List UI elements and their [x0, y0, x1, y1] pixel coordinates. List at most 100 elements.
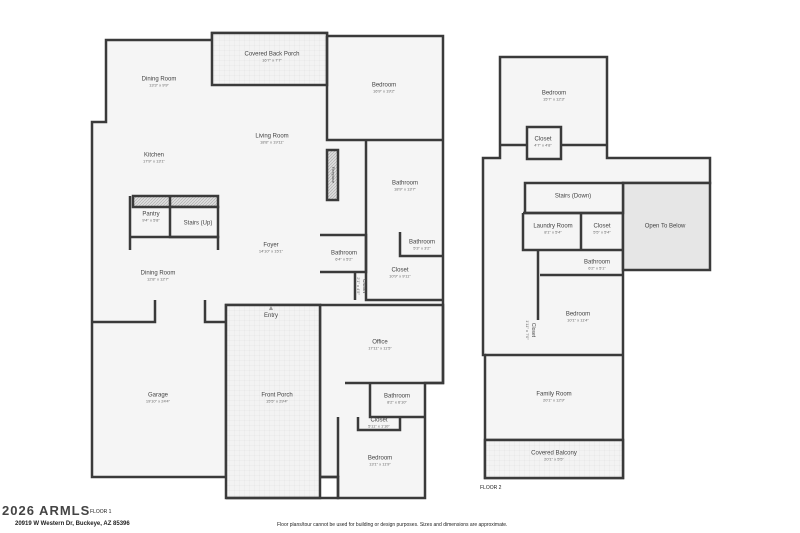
- room-dims: 5'3" x 3'2": [413, 245, 431, 251]
- room-dims: 16'9" x 19'2": [373, 88, 395, 94]
- room-dims: 5'11" x 1'10": [368, 423, 390, 429]
- stairs-up: [168, 205, 220, 239]
- room-name: Office: [372, 339, 388, 346]
- address: 20919 W Western Dr, Buckeye, AZ 85396: [15, 521, 130, 527]
- room-name: Kitchen: [143, 152, 164, 159]
- armls-logo: 2026 ARMLS: [2, 503, 91, 518]
- room-f2-open-to-below: Open To Below: [645, 224, 686, 231]
- room-dims: 6'4" x 5'2": [335, 256, 353, 262]
- covered-balcony: [483, 438, 625, 480]
- room-f2-stairs-down: Stairs (Down): [555, 194, 591, 201]
- bedroom-wall: [325, 36, 443, 142]
- room-name: Stairs (Up): [183, 220, 213, 227]
- room-name: Stairs (Down): [554, 193, 592, 200]
- room-name: Garage: [147, 392, 169, 399]
- room-name: Closet: [370, 417, 388, 424]
- room-name: Bathroom: [583, 259, 611, 266]
- room-dims: 13'1" x 11'9": [369, 461, 391, 467]
- room-stairs-up: Stairs (Up): [184, 221, 213, 228]
- room-dims: 10'9" x 9'11": [389, 273, 411, 279]
- room-name: Bathroom: [383, 393, 411, 400]
- room-dims: 18'9" x 13'7": [394, 186, 416, 192]
- room-dims: 13'3" x 9'9": [149, 82, 169, 88]
- room-name: Bedroom: [541, 90, 567, 97]
- room-dims: 17'11" x 11'5": [368, 345, 392, 351]
- room-dims: 17'9" x 13'1": [143, 158, 165, 164]
- room-name: Bathroom: [391, 180, 419, 187]
- room-dims: 16'7" x 7'7": [262, 57, 282, 63]
- open-to-below: [621, 181, 712, 272]
- room-dims: 20'1" x 5'5": [544, 456, 564, 462]
- room-name: Covered Balcony: [531, 450, 577, 457]
- room-name: Closet: [391, 267, 409, 274]
- office-wall: [320, 303, 445, 385]
- room-name: Pantry: [142, 211, 160, 218]
- floor2-label: FLOOR 2: [480, 485, 502, 491]
- room-name: Front Porch: [261, 392, 293, 399]
- room-entry: ▲Entry: [264, 305, 278, 319]
- room-name: Dining Room: [140, 270, 176, 277]
- room-dims: 8'2" x 6'10": [387, 399, 407, 405]
- floor-2: [481, 55, 712, 480]
- room-name: Closet: [529, 322, 536, 338]
- room-dims: 1'11" x 7'0": [525, 320, 531, 340]
- room-name: Laundry Room: [533, 223, 573, 230]
- room-dims: 12'8" x 12'7": [147, 276, 169, 282]
- small-bathroom-wall: [320, 233, 368, 274]
- room-dims: 8'1" x 5'4": [544, 229, 562, 235]
- room-dims: 20'1" x 12'9": [543, 397, 565, 403]
- stairs-down: [523, 181, 625, 215]
- room-dims: 4'7" x 4'8": [534, 142, 552, 148]
- fireplace: [325, 148, 340, 202]
- room-name: Bedroom: [367, 455, 393, 462]
- room-name: Family Room: [536, 391, 572, 398]
- dining-garage-wall: [92, 300, 226, 324]
- room-dims: 9'4" x 5'8": [142, 217, 160, 223]
- floor-1: [90, 31, 445, 500]
- room-dims: 6'2" x 5'1": [588, 265, 606, 271]
- room-name: Bathroom: [408, 239, 436, 246]
- room-name: Closet: [593, 223, 611, 230]
- room-dims: 15'5" x 29'4": [266, 398, 288, 404]
- room-dims: 19'10" x 24'4": [145, 398, 171, 404]
- room-name: Closet: [534, 136, 552, 143]
- entry-arrow-icon: ▲: [267, 304, 275, 312]
- room-dims: 15'7" x 12'3": [543, 96, 565, 102]
- disclaimer: Floor plans/tour cannot be used for buil…: [277, 522, 508, 528]
- room-name: Living Room: [255, 133, 289, 140]
- room-name: Entry: [263, 312, 279, 319]
- room-name: Bedroom: [371, 82, 397, 89]
- room-name: Dining Room: [141, 76, 177, 83]
- room-name: Bedroom: [565, 311, 591, 318]
- room-name: Open To Below: [644, 223, 686, 230]
- room-name: Closet: [360, 278, 367, 294]
- room-dims: 2'1" x 4'5": [356, 277, 362, 295]
- room-dims: 18'8" x 19'11": [260, 139, 284, 145]
